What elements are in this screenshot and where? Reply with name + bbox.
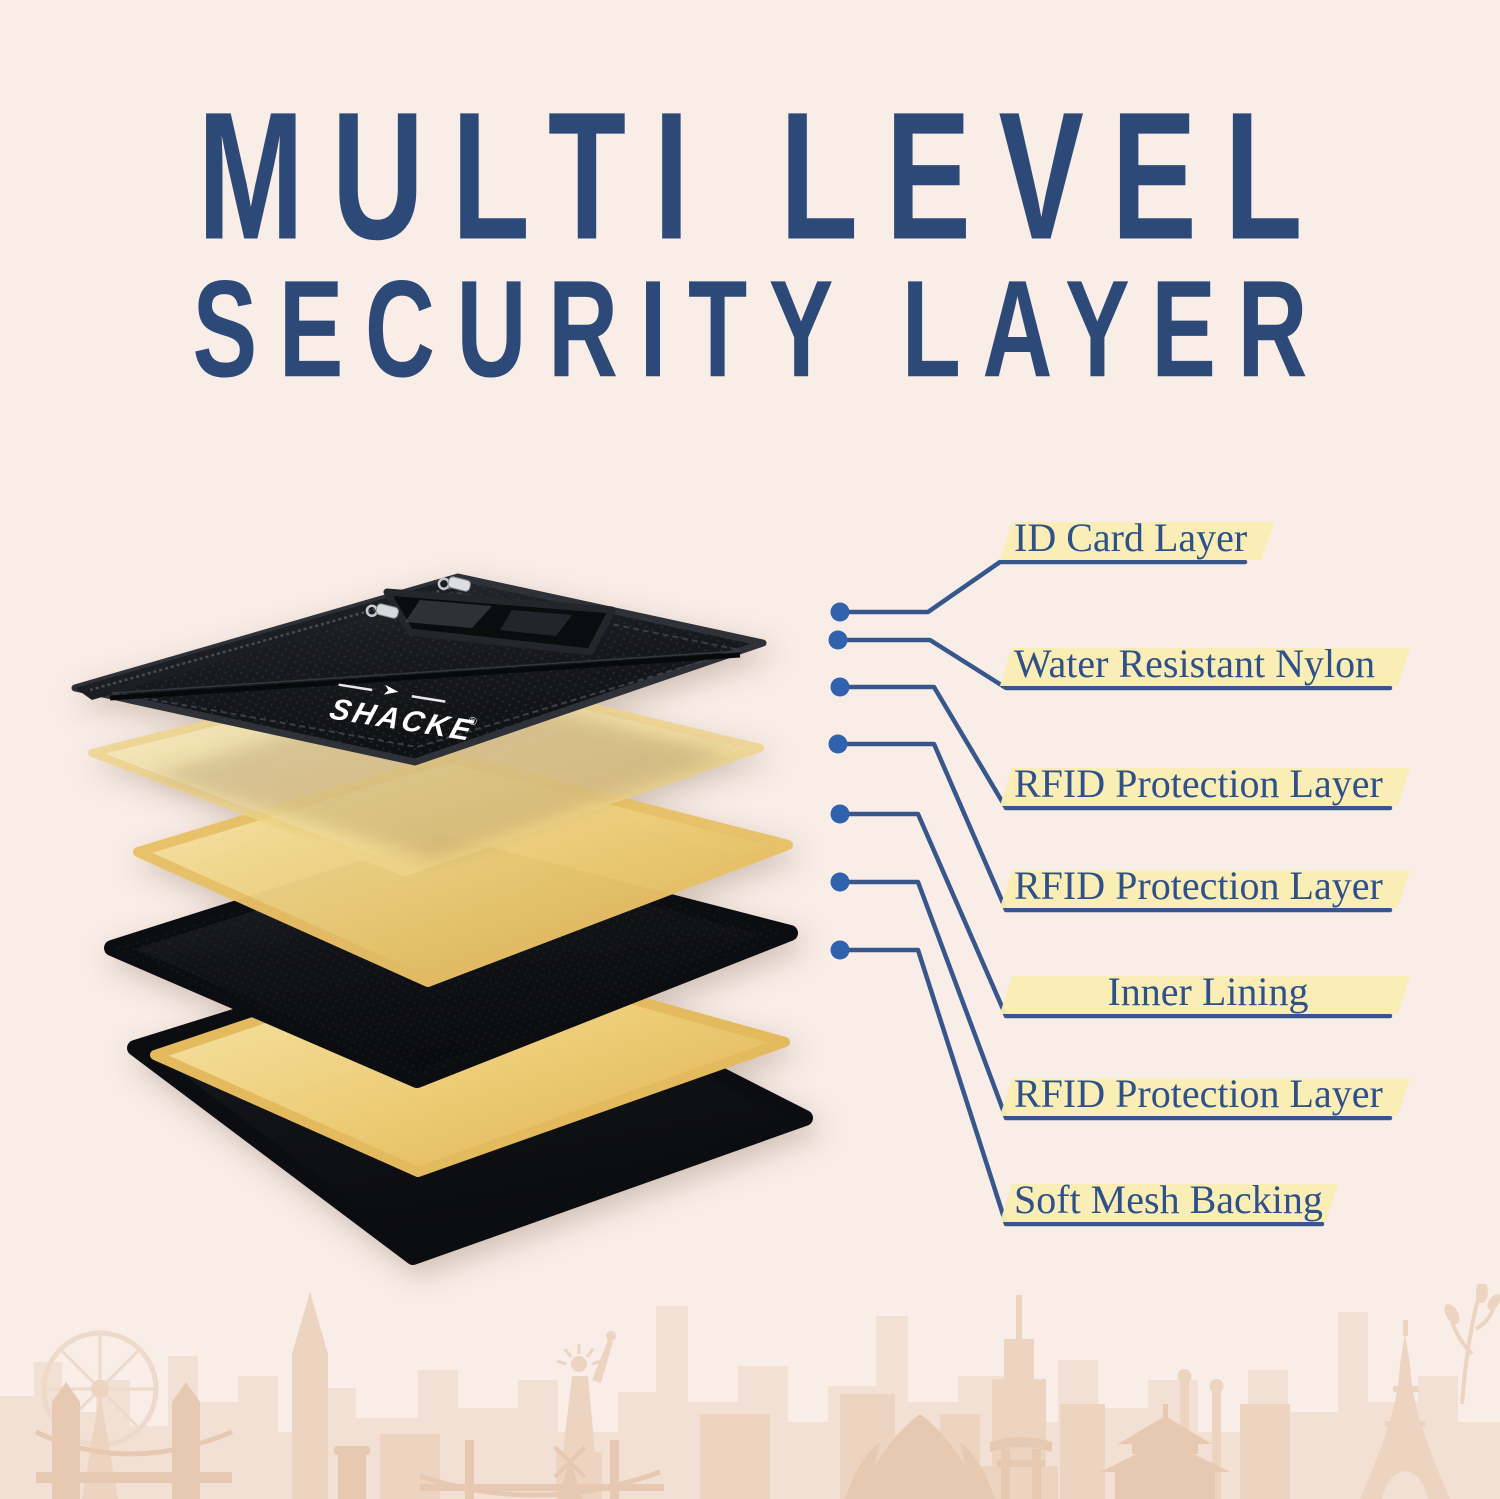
branch [1444,1284,1500,1405]
zipper-pull-icon [437,576,471,592]
callout-label-water-resistant-nylon: Water Resistant Nylon [999,642,1411,686]
callout-line [835,741,1393,913]
pagoda-temple [1100,1404,1230,1499]
callout-line [837,684,1393,811]
callout-line [835,637,1393,691]
callout-line [837,879,1393,1121]
callout-label-inner-lining: Inner Lining [999,970,1411,1014]
building [1060,1404,1105,1499]
building [1240,1404,1290,1499]
callout-dot [830,677,850,697]
wallet-seam-highlight [111,650,739,694]
callout-dot [830,602,850,622]
id-window [383,588,616,656]
title-block: MULTI LEVEL SECURITY LAYER [193,78,1308,398]
registered-mark: ® [468,715,478,728]
callout-connectors [828,559,1393,1227]
title-line-1: MULTI LEVEL [197,78,1302,278]
city-skyline [0,1284,1500,1499]
phone-booth [334,1446,370,1499]
lotus-temple [845,1414,995,1499]
logo-rule-right [411,695,446,703]
wallet-seam [109,652,741,701]
suspension-bridge [419,1440,664,1499]
callout-line [837,559,1248,615]
skyline-mid-landmarks [41,1284,1500,1499]
callout-label-rfid-protection-layer-2: RFID Protection Layer [999,864,1411,908]
logo-rule-left [338,683,373,692]
zipper-pull-icon [365,603,399,619]
id-window-reflection [500,610,572,636]
id-window-reflection [405,600,492,628]
exploded-layer-illustration: SHACKE ® [71,573,813,1265]
callout-dot [828,630,848,650]
callout-dot [828,734,848,754]
callout-line [837,947,1325,1227]
wallet-shadow [150,685,730,860]
callout-label-id-card-layer: ID Card Layer [999,516,1402,560]
skyline-far-buildings [0,1306,1500,1499]
tower-bridge [34,1382,233,1499]
callout-line [837,811,1393,1019]
statue-of-liberty [556,1331,616,1499]
skyline-near-landmarks [34,1382,1230,1499]
callout-dot [830,940,850,960]
eiffel-tower [1360,1320,1450,1499]
callout-label-rfid-protection-layer-3: RFID Protection Layer [999,1072,1411,1116]
callout-dot [830,804,850,824]
wallet-front-panel: SHACKE ® [71,573,767,766]
callout-label-soft-mesh-backing: Soft Mesh Backing [999,1178,1402,1222]
airplane-icon [383,684,399,695]
big-ben [292,1292,328,1499]
windmill [553,1445,587,1499]
torii-gate [990,1437,1052,1499]
callout-dot [830,872,850,892]
callout-label-rfid-protection-layer-1: RFID Protection Layer [999,762,1411,806]
building [700,1414,770,1499]
zipper-teeth [89,582,465,692]
wallet-zipper-strip [75,577,472,700]
